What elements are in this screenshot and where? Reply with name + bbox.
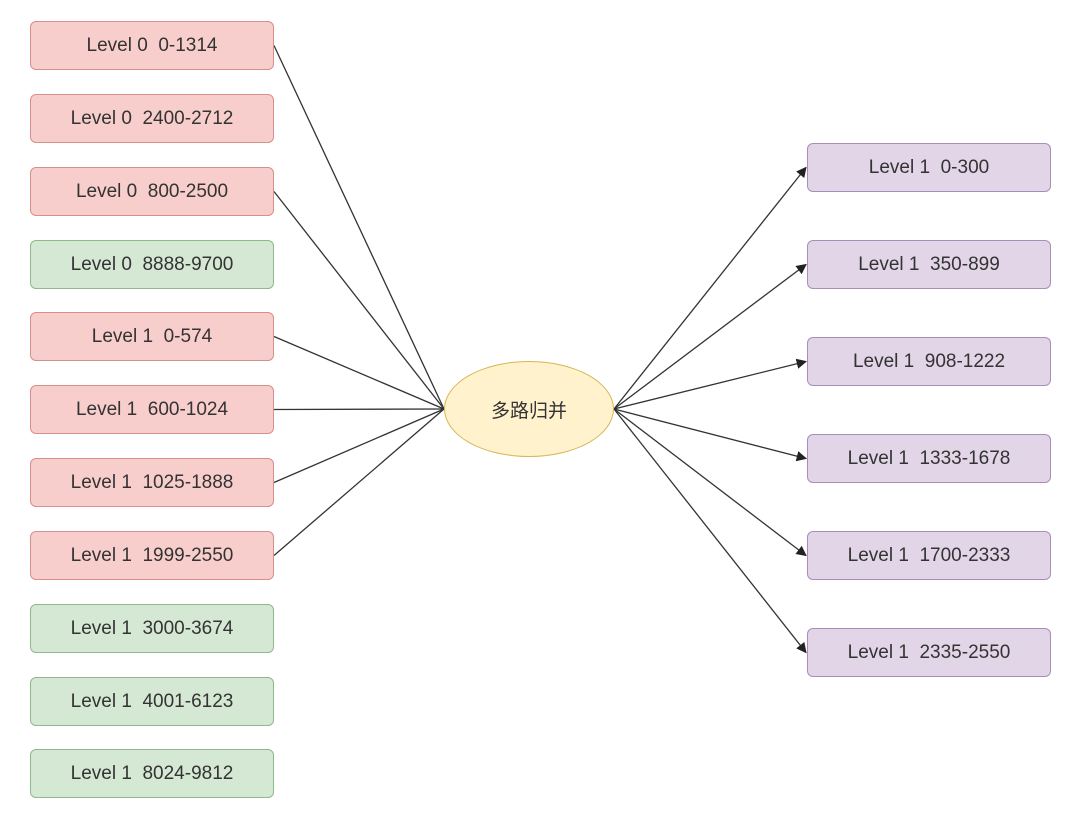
input-box-10: Level 1 8024-9812: [30, 749, 274, 798]
input-box-9: Level 1 4001-6123: [30, 677, 274, 726]
output-label: Level 1 1333-1678: [847, 447, 1011, 469]
input-connector-5: [273, 408, 445, 411]
input-connector-4: [273, 335, 445, 410]
output-box-4: Level 1 1700-2333: [807, 531, 1051, 580]
input-label: Level 1 4001-6123: [70, 690, 234, 712]
output-label: Level 1 2335-2550: [847, 641, 1011, 663]
input-label: Level 1 0-574: [91, 325, 213, 347]
output-box-1: Level 1 350-899: [807, 240, 1051, 289]
output-arrow-3: [613, 408, 808, 462]
input-box-0: Level 0 0-1314: [30, 21, 274, 70]
output-arrow-1: [613, 263, 807, 410]
output-box-0: Level 1 0-300: [807, 143, 1051, 192]
output-box-3: Level 1 1333-1678: [807, 434, 1051, 483]
output-arrow-2: [613, 358, 808, 410]
output-arrow-4: [613, 408, 807, 557]
output-label: Level 1 0-300: [868, 156, 990, 178]
input-box-1: Level 0 2400-2712: [30, 94, 274, 143]
input-box-3: Level 0 8888-9700: [30, 240, 274, 289]
merge-label: 多路归并: [490, 399, 567, 422]
input-box-6: Level 1 1025-1888: [30, 458, 274, 507]
input-connector-0: [273, 45, 445, 410]
input-box-2: Level 0 800-2500: [30, 167, 274, 216]
output-label: Level 1 350-899: [858, 253, 1000, 275]
output-box-5: Level 1 2335-2550: [807, 628, 1051, 677]
output-label: Level 1 1700-2333: [847, 544, 1011, 566]
input-label: Level 1 600-1024: [75, 398, 229, 420]
input-label: Level 1 1999-2550: [70, 544, 234, 566]
output-arrow-0: [613, 166, 807, 410]
input-connector-2: [273, 191, 445, 410]
input-label: Level 0 2400-2712: [70, 107, 234, 129]
input-box-7: Level 1 1999-2550: [30, 531, 274, 580]
input-connectors: [273, 45, 445, 556]
merge-node: 多路归并: [444, 361, 614, 457]
input-label: Level 1 3000-3674: [70, 617, 234, 639]
input-box-4: Level 1 0-574: [30, 312, 274, 361]
output-label: Level 1 908-1222: [852, 350, 1006, 372]
input-connector-7: [273, 408, 445, 556]
input-label: Level 1 1025-1888: [70, 471, 234, 493]
input-label: Level 1 8024-9812: [70, 762, 234, 784]
input-label: Level 0 800-2500: [75, 180, 229, 202]
output-arrow-5: [613, 408, 807, 654]
input-box-5: Level 1 600-1024: [30, 385, 274, 434]
input-box-8: Level 1 3000-3674: [30, 604, 274, 653]
output-box-2: Level 1 908-1222: [807, 337, 1051, 386]
input-label: Level 0 8888-9700: [70, 253, 234, 275]
input-connector-6: [273, 408, 445, 484]
input-label: Level 0 0-1314: [86, 34, 218, 56]
output-connectors: [613, 166, 808, 654]
